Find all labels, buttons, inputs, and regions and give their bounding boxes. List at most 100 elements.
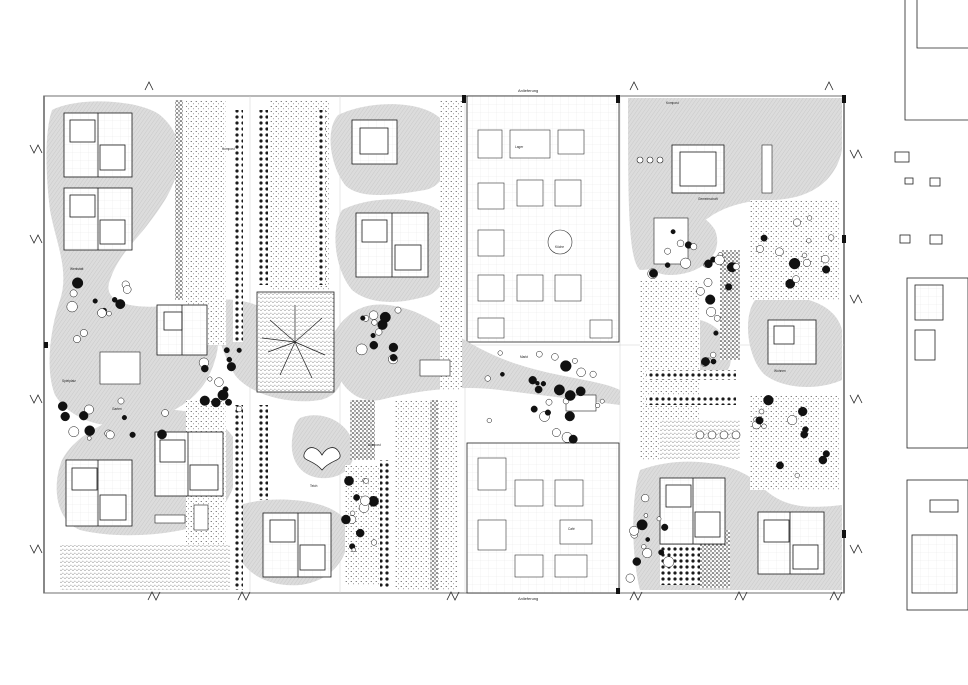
tree-icon	[801, 252, 808, 259]
label-kompost-top: Kompost	[222, 147, 235, 151]
tree-icon	[701, 357, 710, 367]
tree-icon	[793, 218, 801, 227]
tree-icon	[87, 436, 92, 441]
tree-icon	[822, 265, 831, 274]
tree-icon	[545, 398, 553, 406]
tree-icon	[763, 395, 774, 406]
tree-icon	[60, 411, 70, 422]
tree-icon	[792, 275, 800, 283]
tree-icon	[788, 257, 801, 270]
tree-icon	[658, 549, 665, 556]
houses	[63, 112, 825, 578]
tree-icon	[564, 411, 575, 422]
tree-icon	[105, 430, 115, 440]
tree-icon	[661, 523, 669, 531]
tree-icon	[576, 367, 586, 377]
tree-icon	[670, 229, 676, 235]
tree-icon	[79, 411, 89, 421]
label-cafe: Café	[568, 527, 575, 531]
house-9	[671, 144, 725, 194]
tree-icon	[92, 298, 98, 304]
house-12	[757, 511, 825, 575]
tree-icon	[201, 364, 209, 373]
tree-icon	[355, 528, 365, 538]
tree-icon	[368, 310, 379, 320]
tree-icon	[732, 263, 740, 271]
tree-icon	[363, 478, 369, 484]
tree-icon	[389, 354, 398, 362]
tree-icon	[822, 450, 830, 458]
tree-icon	[66, 301, 78, 313]
tree-icon	[225, 398, 232, 406]
tree-icon	[642, 548, 653, 559]
house-6	[262, 512, 332, 578]
label-kompost-right: Kompost	[666, 101, 679, 105]
tree-icon	[341, 514, 351, 525]
label-bottom-hall: Anlieferung	[518, 596, 538, 601]
tree-icon	[664, 247, 671, 255]
tree-icon	[713, 315, 721, 322]
tree-icon	[350, 510, 356, 516]
label-wohnen: Wohnen	[774, 369, 786, 373]
tree-icon	[379, 311, 391, 323]
tree-icon	[360, 495, 371, 506]
tree-icon	[84, 404, 94, 415]
tree-icon	[664, 262, 671, 268]
tree-icon	[690, 243, 698, 251]
tree-icon	[794, 472, 800, 478]
tree-icon	[199, 395, 210, 406]
tree-icon	[704, 259, 713, 269]
tree-icon	[57, 401, 68, 411]
tree-icon	[589, 370, 597, 378]
tree-icon	[528, 376, 537, 385]
context-buildings	[894, 0, 968, 611]
tree-icon	[560, 360, 572, 372]
label-kompost-left: Kompost	[368, 443, 381, 447]
tree-icon	[226, 356, 233, 363]
tree-icon	[703, 278, 713, 287]
label-spielplatz: Spielplatz	[62, 379, 76, 383]
tree-icon	[572, 358, 578, 364]
tree-icon	[360, 315, 366, 321]
courtyard	[256, 291, 335, 393]
tree-icon	[369, 340, 379, 350]
house-5	[65, 459, 133, 527]
label-garten: Garten	[112, 407, 122, 411]
tree-icon	[484, 375, 491, 382]
tree-icon	[84, 425, 95, 436]
label-top-hall: Anlieferung	[518, 88, 538, 93]
tree-icon	[656, 516, 662, 522]
tree-icon	[643, 513, 649, 518]
tree-icon	[226, 362, 236, 372]
tree-icon	[207, 376, 213, 382]
tree-icon	[599, 398, 605, 404]
tree-icon	[806, 238, 812, 244]
tree-icon	[344, 476, 354, 486]
tree-icon	[710, 351, 717, 358]
tree-icon	[486, 417, 492, 424]
tree-icon	[157, 429, 167, 440]
tree-icon	[714, 254, 725, 266]
tree-icon	[710, 358, 717, 365]
tree-icon	[235, 405, 243, 413]
tree-icon	[388, 342, 399, 353]
tree-icon	[676, 239, 685, 248]
tree-icon	[641, 544, 647, 550]
tree-icon	[551, 353, 559, 361]
house-11	[659, 477, 726, 545]
play-element	[303, 447, 341, 471]
tree-icon	[706, 306, 717, 317]
label-werkstatt: Werkstatt	[70, 267, 84, 271]
tree-icon	[776, 461, 784, 470]
house-8	[355, 212, 429, 278]
tree-icon	[663, 556, 675, 568]
tree-icon	[117, 397, 125, 405]
tree-icon	[211, 397, 221, 408]
tree-icon	[72, 277, 84, 289]
tree-icon	[552, 428, 561, 437]
tree-icon	[760, 234, 768, 242]
tree-icon	[595, 402, 601, 409]
tree-icon	[530, 405, 538, 413]
tree-icon	[97, 308, 107, 318]
